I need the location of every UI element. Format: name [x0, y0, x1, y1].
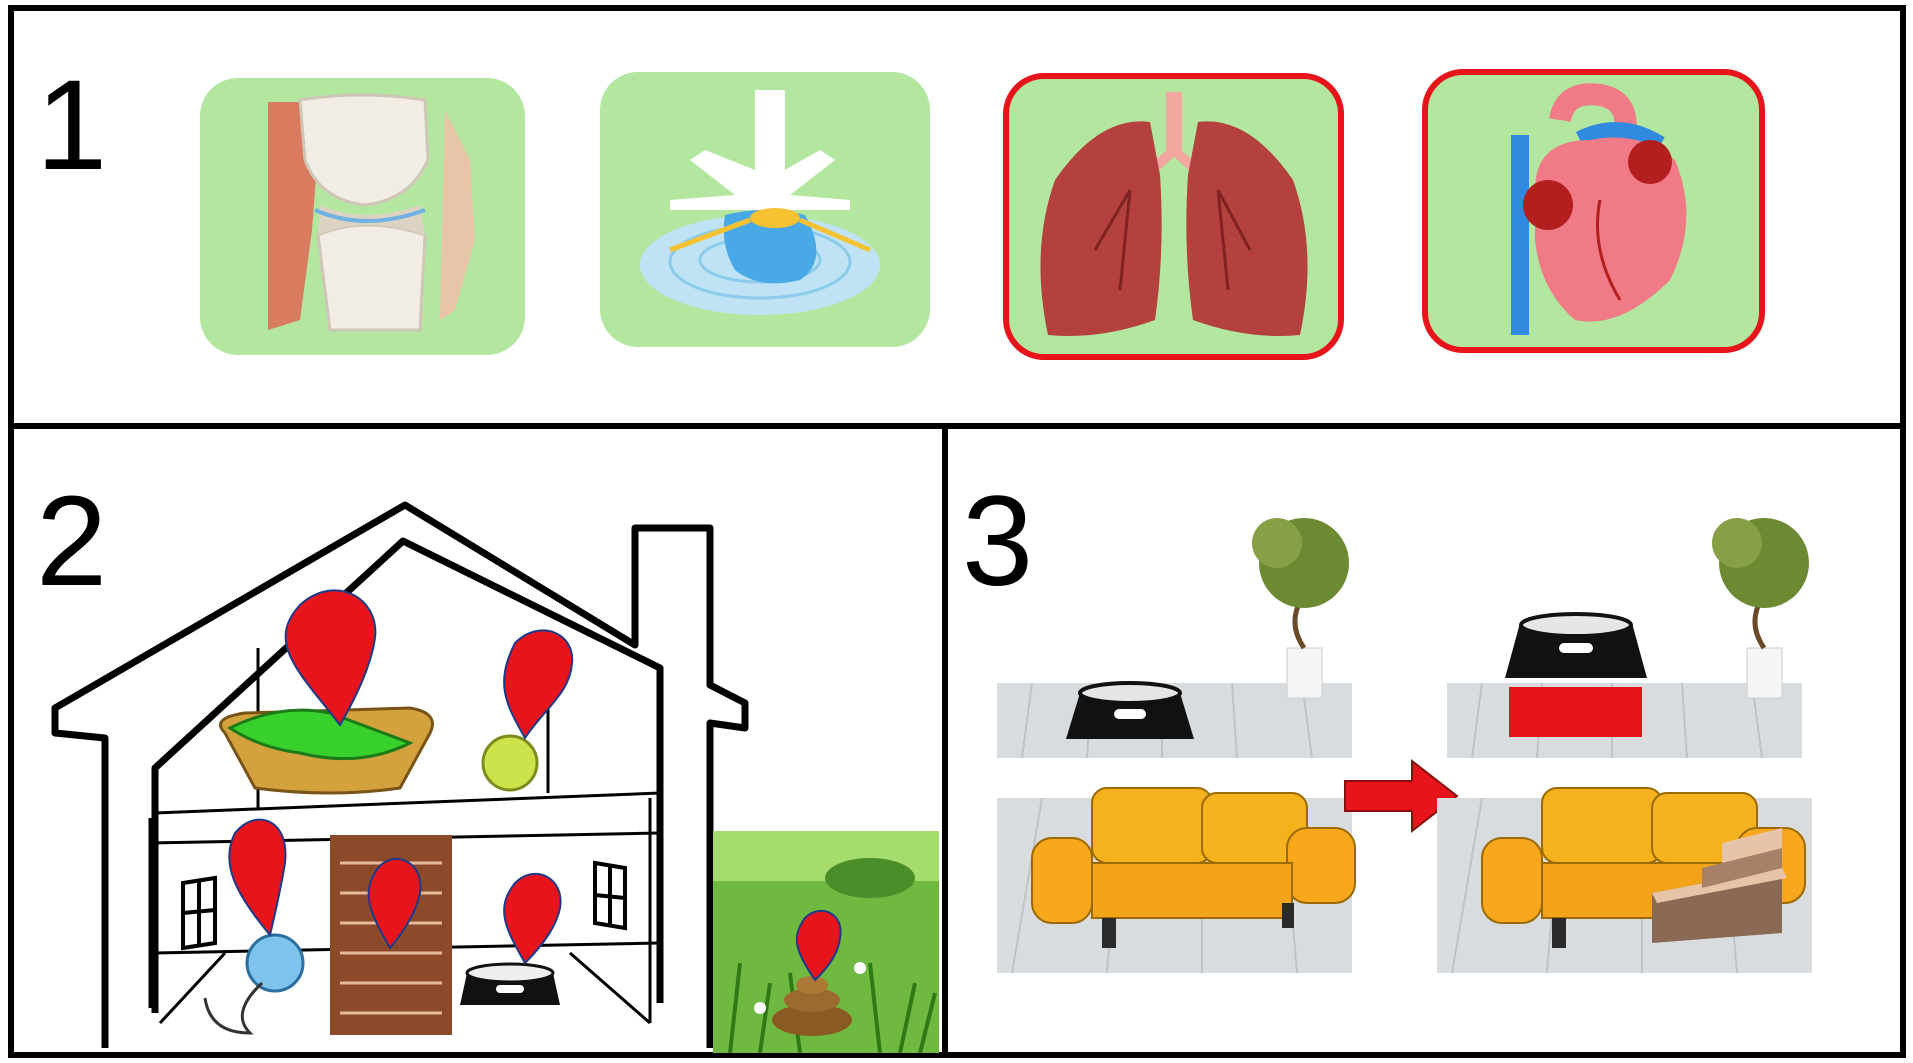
- panel-2-illustrations: [51, 501, 939, 1054]
- arrow-right-icon[interactable]: [1344, 758, 1459, 834]
- tennis-ball-icon: [481, 734, 539, 792]
- sofa-icon: [1481, 787, 1806, 948]
- pet-steps-icon: [1652, 828, 1787, 943]
- raised-dog-bowl-icon: [1505, 612, 1647, 737]
- panel-1-number: 1: [36, 54, 108, 197]
- window-icon: [181, 860, 627, 951]
- panel-1-illustrations: [200, 69, 1765, 360]
- leash-icon: [203, 933, 305, 1035]
- room-before: [997, 518, 1356, 974]
- dog-bowl-icon: [460, 962, 560, 1005]
- map-pin-icon: [228, 589, 842, 982]
- room-after: [1437, 518, 1812, 974]
- lungs-icon: [1003, 73, 1344, 360]
- dog-bowl-icon: [1066, 681, 1194, 739]
- panel-3-illustrations: [997, 518, 1812, 974]
- spine-disc-icon: [600, 72, 930, 347]
- dog-bed-icon: [219, 706, 434, 795]
- potted-plant-icon: [1712, 518, 1809, 699]
- joint-icon: [200, 78, 525, 355]
- potted-plant-icon: [1252, 518, 1349, 699]
- panel-2-number: 2: [36, 470, 108, 613]
- panel-3-frame: [942, 423, 1906, 1058]
- heart-icon: [1422, 69, 1765, 353]
- dog-poop-icon: [772, 976, 852, 1036]
- sofa-icon: [1031, 787, 1356, 948]
- panel-3-number: 3: [962, 470, 1034, 613]
